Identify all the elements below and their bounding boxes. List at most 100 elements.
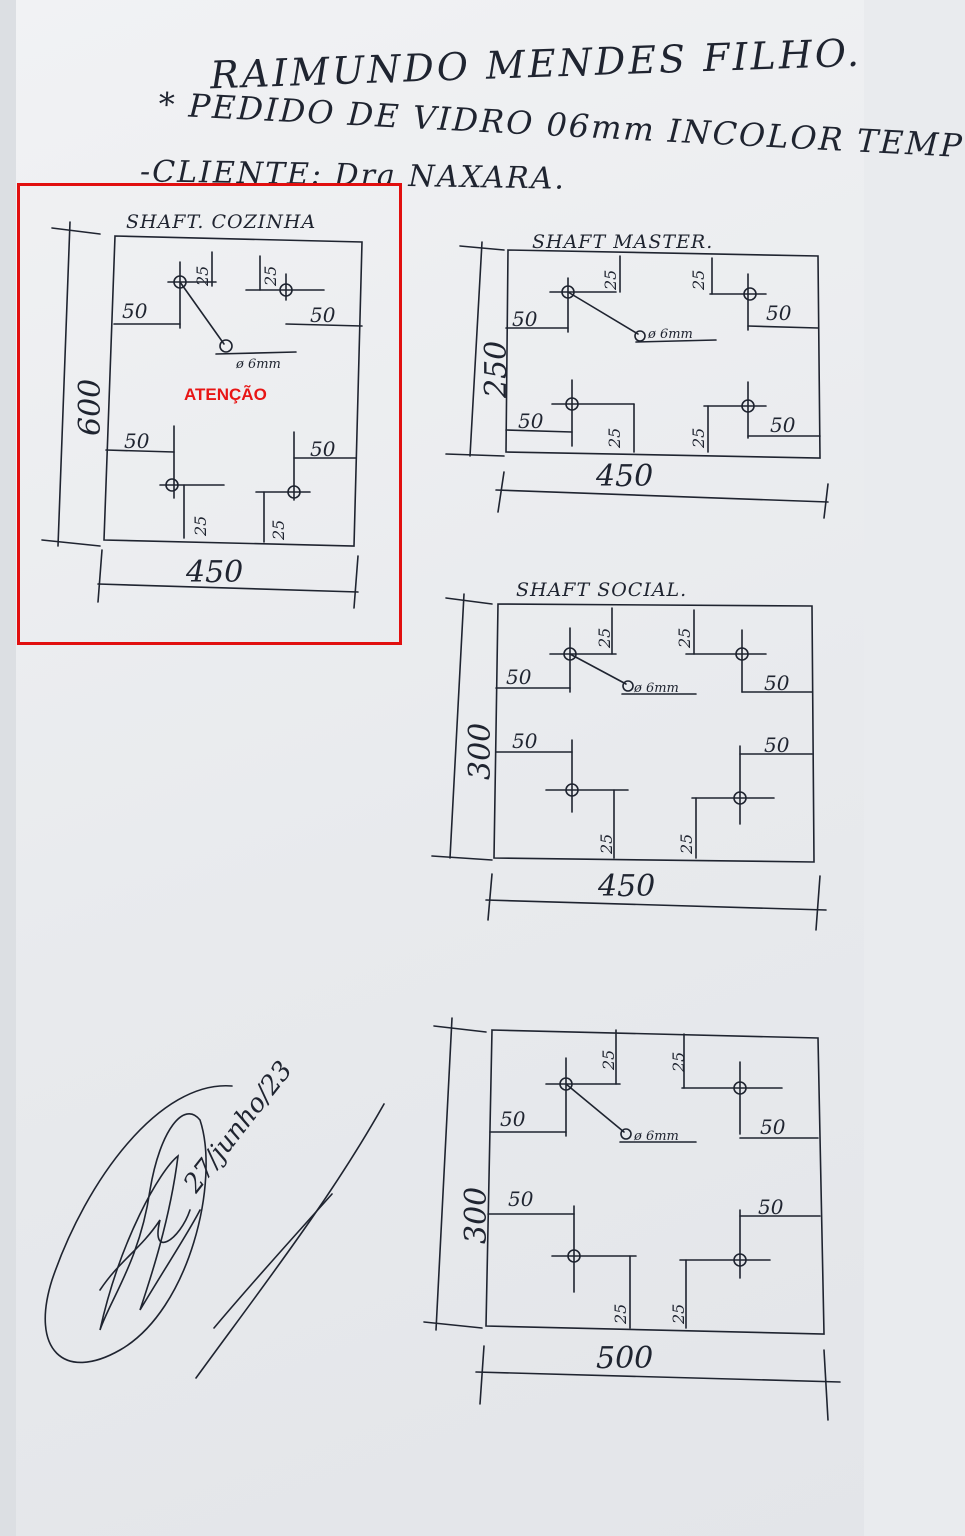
offset-bottom-right-vertical: 25	[269, 520, 288, 541]
height-extension-bottom	[445, 453, 505, 457]
width-extension-left	[487, 873, 493, 921]
glass-panel-outline	[485, 1029, 825, 1335]
offset-top-right: 50	[310, 303, 336, 327]
offset-top-right-vertical: 25	[261, 266, 280, 287]
offset-bottom-right-vertical: 25	[689, 428, 708, 449]
width-label: 450	[597, 869, 655, 904]
offset-bottom-right-vertical: 25	[677, 834, 696, 855]
offset-bottom-right: 50	[764, 733, 790, 757]
drawing-title: SHAFT SOCIAL.	[516, 579, 687, 601]
hole-legend-symbol	[620, 1128, 632, 1140]
offset-leader	[285, 323, 363, 327]
height-dimension-line	[449, 593, 465, 859]
offset-bottom-right: 50	[310, 437, 336, 461]
document-title: RAIMUNDO MENDES FILHO.	[209, 30, 863, 98]
glass-panel-outline	[493, 603, 815, 863]
width-dimension-line	[475, 1371, 841, 1383]
offset-top-right: 50	[766, 301, 792, 325]
width-extension-left	[479, 1345, 485, 1405]
height-extension-top	[459, 245, 505, 251]
hole-legend-symbol	[219, 339, 233, 353]
height-label: 300	[459, 1187, 494, 1244]
offset-top-right: 50	[760, 1115, 786, 1139]
height-extension-bottom	[423, 1321, 483, 1329]
width-extension-right	[815, 875, 821, 931]
height-label: 250	[479, 341, 514, 399]
drawing-shaft-social: SHAFT SOCIAL. 300 450 50 50 50	[431, 579, 827, 931]
offset-bottom-left: 50	[508, 1187, 534, 1211]
width-label: 450	[185, 555, 243, 590]
hole-leader	[567, 291, 639, 335]
offset-top-right-vertical: 25	[669, 1052, 688, 1073]
offset-top-left-vertical: 25	[599, 1050, 618, 1071]
height-label: 300	[463, 723, 498, 780]
offset-leader	[505, 429, 573, 433]
height-extension-top	[433, 1025, 487, 1033]
offset-top-left-vertical: 25	[595, 628, 614, 649]
offset-leader	[747, 325, 819, 329]
signature-stroke	[99, 1209, 191, 1291]
drawing-title: SHAFT. COZINHA	[126, 211, 316, 233]
signature-underline	[195, 1103, 385, 1379]
offset-top-right-vertical: 25	[689, 270, 708, 291]
hole-legend-symbol	[634, 330, 646, 342]
signature-stroke	[44, 1085, 233, 1364]
offset-bottom-left-vertical: 25	[191, 516, 210, 537]
offset-top-left: 50	[506, 665, 532, 689]
offset-bottom-right: 50	[758, 1195, 784, 1219]
hole-legend-symbol	[622, 680, 634, 692]
offset-top-left-vertical: 25	[601, 270, 620, 291]
drawing-title: SHAFT MASTER.	[532, 231, 713, 253]
hole-leader	[569, 653, 627, 685]
offset-bottom-right-vertical: 25	[669, 1304, 688, 1325]
signature-icon	[44, 1085, 385, 1379]
signature-underline	[213, 1193, 333, 1329]
offset-bottom-left: 50	[124, 429, 150, 453]
hole-label: ø 6mm	[633, 681, 679, 696]
height-extension-top	[445, 597, 493, 605]
offset-top-right: 50	[764, 671, 790, 695]
width-label: 450	[595, 459, 653, 494]
hole-label: ø 6mm	[633, 1129, 679, 1144]
offset-bottom-left-vertical: 25	[597, 834, 616, 855]
offset-leader	[105, 449, 175, 453]
offset-top-left-vertical: 25	[193, 266, 212, 287]
height-dimension-line	[57, 221, 71, 547]
order-description: * PEDIDO DE VIDRO 06mm INCOLOR TEMP	[157, 84, 965, 166]
offset-top-left: 50	[122, 299, 148, 323]
offset-top-left: 50	[500, 1107, 526, 1131]
hole-label-underline	[215, 351, 297, 355]
height-dimension-line	[469, 241, 483, 457]
width-dimension-line	[495, 489, 829, 503]
hole-leader	[179, 281, 225, 345]
height-dimension-line	[435, 1017, 453, 1331]
hole-label: ø 6mm	[235, 357, 281, 372]
offset-bottom-left: 50	[512, 729, 538, 753]
width-extension-left	[97, 549, 103, 603]
offset-top-right-vertical: 25	[675, 628, 694, 649]
width-extension-right	[823, 483, 829, 519]
hole-label: ø 6mm	[647, 327, 693, 342]
highlight-box	[17, 183, 402, 645]
hole-leader	[565, 1083, 625, 1133]
width-dimension-line	[485, 899, 827, 911]
glass-panel-outline	[103, 235, 363, 547]
hole-label-underline	[635, 339, 717, 343]
width-label: 500	[596, 1341, 653, 1376]
height-label: 600	[73, 379, 108, 436]
drawing-shaft-cozinha: SHAFT. COZINHA 600 450 50	[41, 211, 363, 609]
glass-panel-outline	[505, 249, 821, 459]
width-dimension-line	[97, 583, 359, 593]
offset-bottom-right: 50	[770, 413, 796, 437]
offset-bottom-left-vertical: 25	[605, 428, 624, 449]
drawing-untitled-500x300: 300 500 50 50 50 50 25 25 25 25	[423, 1017, 841, 1421]
width-extension-left	[497, 471, 505, 513]
drawing-shaft-master: SHAFT MASTER. 250 450 50 50 50	[445, 231, 829, 519]
width-extension-right	[353, 555, 359, 609]
attention-label: ATENÇÃO	[184, 385, 267, 404]
width-extension-right	[823, 1349, 829, 1421]
offset-bottom-left: 50	[518, 409, 544, 433]
height-extension-bottom	[431, 855, 493, 861]
height-extension-bottom	[41, 539, 101, 547]
